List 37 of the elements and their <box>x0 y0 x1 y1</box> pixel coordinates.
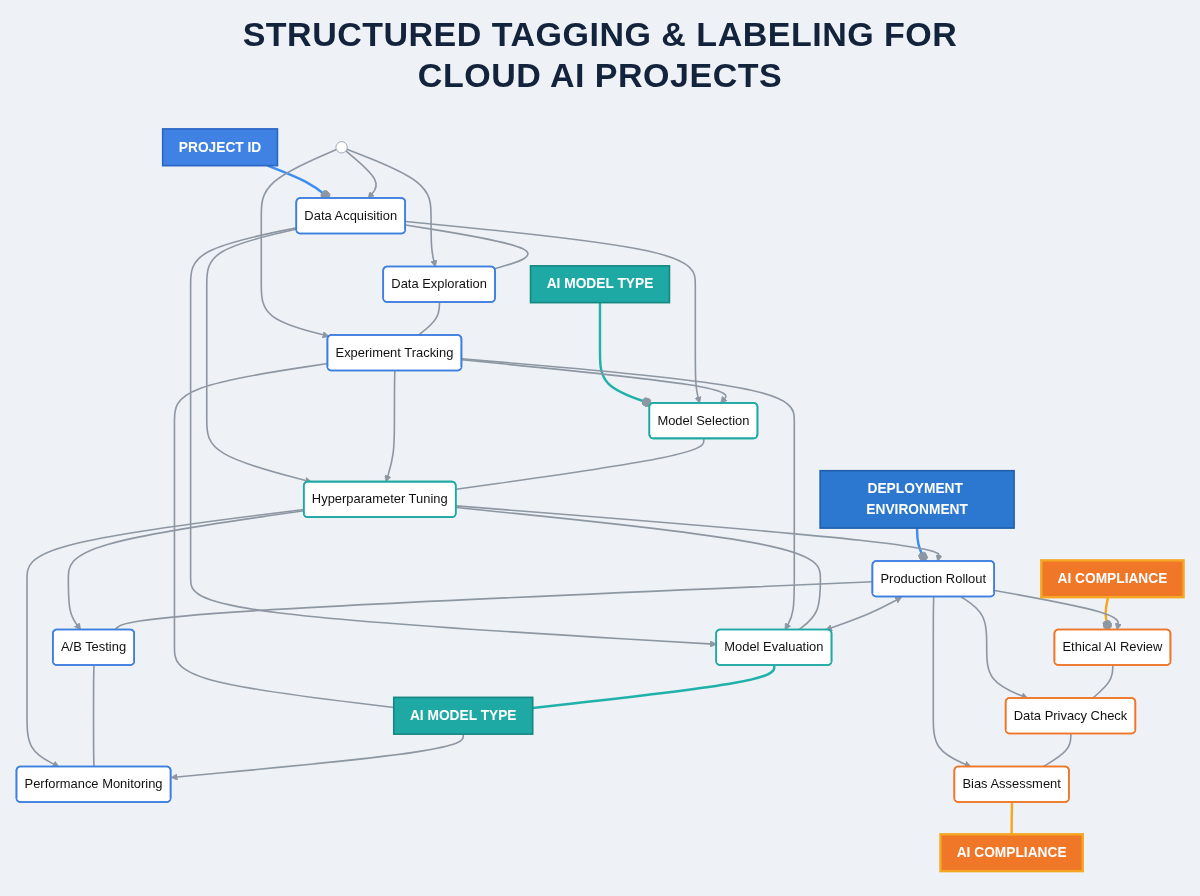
arrow <box>461 358 796 631</box>
tag-box: AI COMPLIANCE <box>1040 559 1185 599</box>
step-box: Model Selection <box>648 402 759 440</box>
arrow <box>189 226 717 648</box>
connector-line <box>455 438 705 491</box>
arrow <box>346 148 438 268</box>
step-box: Bias Assessment <box>953 765 1070 803</box>
connector-line <box>455 506 822 631</box>
step-box: A/B Testing <box>52 628 135 666</box>
arrow <box>461 359 728 404</box>
arrow <box>205 228 312 484</box>
connector-line <box>92 664 95 768</box>
step-box: Performance Monitoring <box>15 765 172 803</box>
arrow <box>932 596 972 768</box>
arrow <box>455 505 943 562</box>
step-box: Model Evaluation <box>715 628 833 666</box>
step-box: Ethical AI Review <box>1053 628 1172 666</box>
diagram-title: STRUCTURED TAGGING & LABELING FOR CLOUD AI PROJECTS <box>241 14 959 96</box>
arrow <box>170 733 465 781</box>
arrow <box>825 596 903 632</box>
step-box: Data Exploration <box>382 265 496 303</box>
tag-box: AI COMPLIANCE <box>939 833 1084 873</box>
connector-line <box>532 665 776 710</box>
step-box: Experiment Tracking <box>326 334 463 372</box>
tag-box: DEPLOYMENT ENVIRONMENT <box>819 469 1015 529</box>
tag-box: AI MODEL TYPE <box>529 265 671 304</box>
connector-line <box>1010 802 1014 835</box>
tag-box: PROJECT ID <box>161 128 279 167</box>
arrow <box>345 150 377 199</box>
step-box: Hyperparameter Tuning <box>302 480 457 518</box>
arrow <box>260 148 338 339</box>
tag-box: AI MODEL TYPE <box>392 696 534 735</box>
step-box: Data Acquisition <box>295 197 406 235</box>
step-box: Production Rollout <box>871 560 995 598</box>
connector-line <box>1042 733 1072 768</box>
step-box: Data Privacy Check <box>1004 697 1137 735</box>
arrow <box>384 370 396 483</box>
